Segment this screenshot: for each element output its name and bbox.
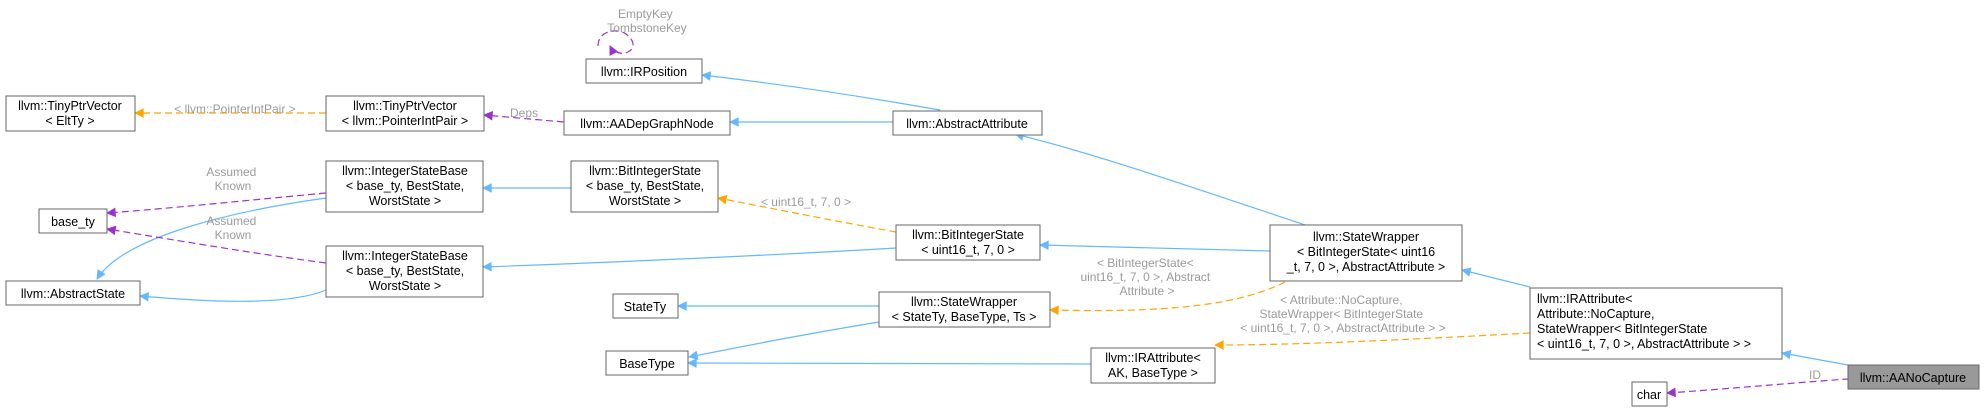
- edge-statewrapper1-statewrapper2: [1049, 281, 1286, 315]
- svg-text:llvm::TinyPtrVector< llvm::Poi: llvm::TinyPtrVector< llvm::PointerIntPai…: [342, 99, 468, 128]
- svg-text:llvm::BitIntegerState< uint16_: llvm::BitIntegerState< uint16_t, 7, 0 >: [912, 228, 1024, 257]
- edge-statewrapper1-bitintegerstate2: [1039, 240, 1271, 252]
- edge-integerstatebase2-abstractstate: [139, 289, 327, 302]
- edge-bitintegerstate2-integerstatebase2: [482, 247, 897, 272]
- svg-text:llvm::TinyPtrVector< EltTy >: llvm::TinyPtrVector< EltTy >: [18, 99, 122, 128]
- node-aanocapture[interactable]: llvm::AANoCapture: [1847, 364, 1980, 390]
- svg-text:BaseType: BaseType: [619, 357, 675, 371]
- node-abstractattribute[interactable]: llvm::AbstractAttribute: [892, 110, 1043, 136]
- svg-text:llvm::AbstractAttribute: llvm::AbstractAttribute: [906, 117, 1028, 131]
- edge-label-id: ID: [1809, 368, 1821, 382]
- node-tinyptrvector-eltty[interactable]: llvm::TinyPtrVector< EltTy >: [5, 95, 136, 132]
- svg-text:llvm::IntegerStateBase< base_t: llvm::IntegerStateBase< base_ty, BestSta…: [342, 164, 468, 208]
- svg-text:llvm::AbstractState: llvm::AbstractState: [21, 287, 125, 301]
- node-basetype[interactable]: BaseType: [605, 350, 689, 376]
- svg-text:char: char: [1637, 388, 1661, 402]
- node-abstractstate[interactable]: llvm::AbstractState: [5, 280, 141, 306]
- edge-label-assumed-known-1: Assumed Known: [206, 165, 259, 193]
- edge-integerstatebase1-abstractstate: [96, 197, 327, 280]
- edges: [96, 30, 1849, 398]
- edge-bitintegerstate2-bitintegerstate1: [717, 194, 897, 233]
- edge-irattribute2-irattribute1: [1214, 332, 1531, 350]
- svg-text:llvm::AANoCapture: llvm::AANoCapture: [1860, 371, 1966, 385]
- node-aadepgraphnode[interactable]: llvm::AADepGraphNode: [563, 110, 731, 136]
- edge-irattribute1-basetype: [687, 358, 1092, 368]
- svg-text:StateTy: StateTy: [624, 300, 667, 314]
- edge-labels: EmptyKey TombstoneKey < llvm::PointerInt…: [174, 7, 1821, 382]
- svg-text:llvm::AADepGraphNode: llvm::AADepGraphNode: [580, 117, 713, 131]
- node-statewrapper-bitintegerstate[interactable]: llvm::StateWrapper< BitIntegerState< uin…: [1269, 224, 1463, 282]
- edge-integerstatebase2-basety: [106, 225, 327, 264]
- svg-text:llvm::BitIntegerState< base_ty: llvm::BitIntegerState< base_ty, BestStat…: [586, 164, 704, 208]
- node-irattribute-ak-basetype[interactable]: llvm::IRAttribute<AK, BaseType >: [1090, 347, 1216, 384]
- edge-aadepgraphnode-tinyptrvector: [483, 110, 565, 123]
- edge-label-deps: Deps: [510, 106, 538, 120]
- svg-text:base_ty: base_ty: [51, 215, 96, 229]
- edge-integerstatebase1-basety: [106, 192, 327, 218]
- nodes: llvm::TinyPtrVector< EltTy > llvm::TinyP…: [5, 58, 1980, 407]
- edge-label-bitintegerstate-template: < uint16_t, 7, 0 >: [761, 195, 851, 209]
- edge-abstractattribute-irposition: [701, 71, 941, 111]
- node-irattribute-nocapture[interactable]: llvm::IRAttribute<Attribute::NoCapture,S…: [1529, 287, 1783, 360]
- node-integerstatebase-1[interactable]: llvm::IntegerStateBase< base_ty, BestSta…: [325, 160, 484, 213]
- svg-text:llvm::StateWrapper< StateTy, B: llvm::StateWrapper< StateTy, BaseType, T…: [892, 295, 1037, 324]
- svg-text:llvm::IRAttribute<Attribute::N: llvm::IRAttribute<Attribute::NoCapture,S…: [1537, 292, 1751, 351]
- edge-irposition-self: [597, 30, 634, 56]
- edge-label-tinyptrvector-template: < llvm::PointerIntPair >: [174, 102, 295, 116]
- edge-label-self-loop: EmptyKey TombstoneKey: [607, 7, 686, 35]
- edge-aanocapture-irattribute: [1781, 349, 1849, 366]
- svg-text:llvm::StateWrapper< BitInteger: llvm::StateWrapper< BitIntegerState< uin…: [1286, 230, 1445, 274]
- node-tinyptrvector-pointerintpair[interactable]: llvm::TinyPtrVector< llvm::PointerIntPai…: [325, 95, 485, 132]
- edge-statewrapper1-abstractattribute: [1014, 131, 1306, 226]
- edge-char-aanocapture: [1666, 378, 1849, 398]
- node-base-ty[interactable]: base_ty: [38, 208, 108, 234]
- node-bitintegerstate-base-ty[interactable]: llvm::BitIntegerState< base_ty, BestStat…: [570, 160, 719, 213]
- node-irposition[interactable]: llvm::IRPosition: [585, 58, 703, 84]
- node-char[interactable]: char: [1631, 381, 1668, 407]
- svg-text:llvm::IRAttribute<AK, BaseType: llvm::IRAttribute<AK, BaseType >: [1105, 351, 1201, 380]
- node-bitintegerstate-uint16[interactable]: llvm::BitIntegerState< uint16_t, 7, 0 >: [895, 224, 1041, 261]
- edge-irattribute2-statewrapper1: [1461, 267, 1531, 288]
- edge-label-statewrapper-template: < BitIntegerState< uint16_t, 7, 0 >, Abs…: [1080, 256, 1213, 298]
- node-statewrapper-statety[interactable]: llvm::StateWrapper< StateTy, BaseType, T…: [878, 291, 1051, 328]
- node-statety[interactable]: StateTy: [612, 293, 679, 319]
- node-integerstatebase-2[interactable]: llvm::IntegerStateBase< base_ty, BestSta…: [325, 245, 484, 298]
- edge-statewrapper2-basetype: [688, 321, 880, 361]
- edge-label-irattribute-template: < Attribute::NoCapture, StateWrapper< Bi…: [1240, 293, 1445, 335]
- svg-text:llvm::IRPosition: llvm::IRPosition: [601, 65, 687, 79]
- svg-text:llvm::IntegerStateBase< base_t: llvm::IntegerStateBase< base_ty, BestSta…: [342, 249, 468, 293]
- edge-label-assumed-known-2: Assumed Known: [206, 214, 259, 242]
